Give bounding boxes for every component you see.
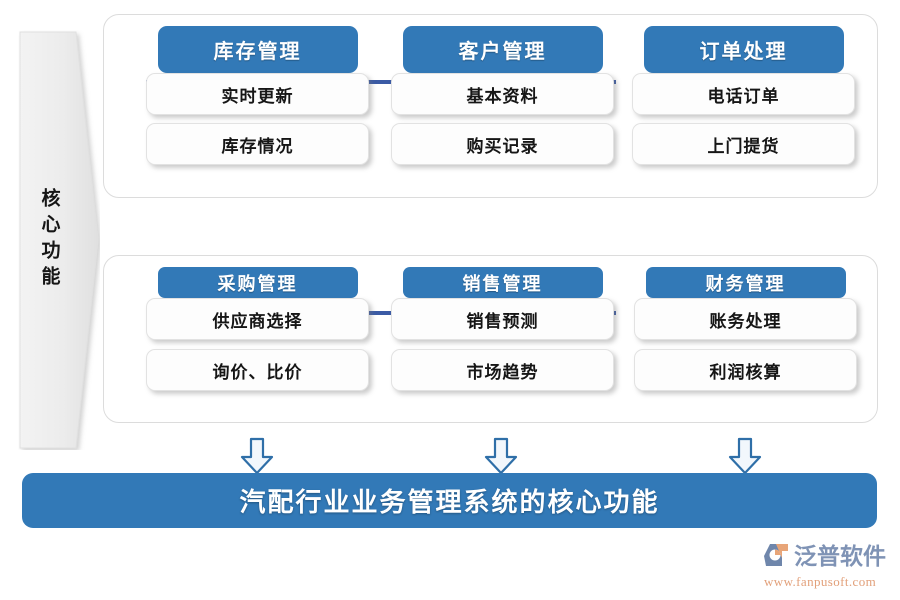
panel-top-underline [146,80,616,84]
list-item[interactable]: 实时更新 [146,73,369,115]
core-function-label-wrap: 核心功能 [18,30,80,450]
list-item[interactable]: 供应商选择 [146,298,369,340]
brand-logo-name: 泛普软件 [794,542,886,569]
brand-logo-url: www.fanpusoft.com [764,574,877,589]
panel-bottom-columns: 采购管理 供应商选择 询价、比价 销售管理 销售预测 市场趋势 财务管理 账务处… [104,256,877,422]
column-header-inventory[interactable]: 库存管理 [157,26,358,73]
column-header-finance[interactable]: 财务管理 [645,267,846,298]
list-item[interactable]: 上门提货 [632,123,855,165]
panel-top-columns: 库存管理 实时更新 库存情况 客户管理 基本资料 购买记录 订单处理 电话订单 … [104,15,877,197]
summary-banner: 汽配行业业务管理系统的核心功能 [22,473,877,528]
column-customer: 客户管理 基本资料 购买记录 [391,26,614,165]
list-item[interactable]: 市场趋势 [391,349,614,391]
arrow-down-icon [240,437,274,475]
brand-logo: 泛普软件 www.fanpusoft.com [762,540,892,592]
list-item[interactable]: 库存情况 [146,123,369,165]
column-header-purchase[interactable]: 采购管理 [157,267,358,298]
brand-logo-row: 泛普软件 [762,540,892,572]
panel-bottom: 采购管理 供应商选择 询价、比价 销售管理 销售预测 市场趋势 财务管理 账务处… [103,255,878,423]
core-function-label: 核心功能 [38,188,60,292]
column-inventory: 库存管理 实时更新 库存情况 [146,26,369,165]
column-finance: 财务管理 账务处理 利润核算 [634,267,857,391]
panel-bottom-underline [146,311,616,315]
column-sales: 销售管理 销售预测 市场趋势 [391,267,614,391]
list-item[interactable]: 基本资料 [391,73,614,115]
column-header-customer[interactable]: 客户管理 [402,26,603,73]
list-item[interactable]: 电话订单 [632,73,855,115]
list-item[interactable]: 销售预测 [391,298,614,340]
fanpu-logo-icon [762,542,792,570]
column-order: 订单处理 电话订单 上门提货 [632,26,855,165]
column-header-order[interactable]: 订单处理 [643,26,844,73]
column-purchase: 采购管理 供应商选择 询价、比价 [146,267,369,391]
list-item[interactable]: 询价、比价 [146,349,369,391]
arrow-down-icon [484,437,518,475]
list-item[interactable]: 利润核算 [634,349,857,391]
panel-top: 库存管理 实时更新 库存情况 客户管理 基本资料 购买记录 订单处理 电话订单 … [103,14,878,198]
list-item[interactable]: 账务处理 [634,298,857,340]
list-item[interactable]: 购买记录 [391,123,614,165]
arrow-down-icon [728,437,762,475]
core-function-chevron: 核心功能 [18,30,100,450]
summary-banner-title: 汽配行业业务管理系统的核心功能 [239,488,660,517]
column-header-sales[interactable]: 销售管理 [402,267,603,298]
